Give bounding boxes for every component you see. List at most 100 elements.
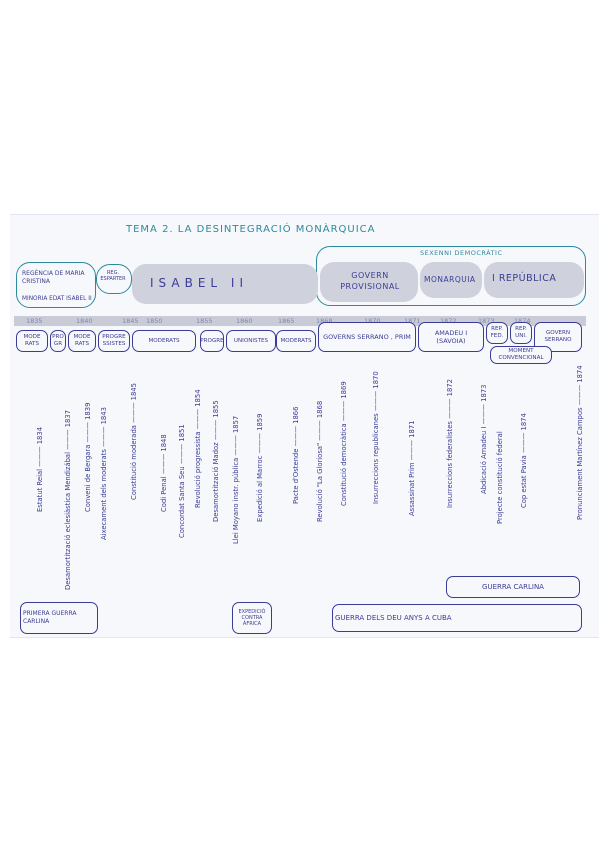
event-item: Assassinat Prim ——— 1871	[408, 346, 416, 516]
event-text: Insurreccions republicanes ——— 1870	[372, 371, 380, 504]
war-cuba: GUERRA DELS DEU ANYS A CUBA	[332, 604, 582, 632]
esparter-label: REG. ESPARTER	[100, 270, 126, 282]
govern-prov-label: GOVERN PROVISIONAL	[340, 271, 400, 291]
government-box: MODERATS	[276, 330, 316, 352]
timeline-band	[14, 316, 586, 326]
event-item: Aixecament dels moderats ——— 1843	[100, 370, 108, 540]
government-label: MOMENT CONVENCIONAL	[498, 348, 544, 361]
government-box: REP. UNI.	[510, 322, 532, 344]
event-item: Expedició al Marroc ——— 1859	[256, 352, 264, 522]
government-box: GOVERNS SERRANO , PRIM	[318, 322, 416, 352]
government-label: PROGRE	[200, 337, 224, 344]
war-africa-label: EXPEDICIÓ CONTRA ÀFRICA	[238, 609, 266, 627]
government-box: MOMENT CONVENCIONAL	[490, 346, 552, 364]
war-tercera: GUERRA CARLINA	[446, 576, 580, 598]
republica-cloud	[484, 262, 584, 298]
event-text: Pacte d'Ostende ——— 1866	[292, 406, 300, 504]
war-cuba-label: GUERRA DELS DEU ANYS A CUBA	[335, 613, 452, 622]
event-text: Desamortització Madoz ——— 1855	[212, 400, 220, 522]
year-tick: 1855	[196, 317, 213, 325]
event-item: Insurreccions federalistes ——— 1872	[446, 338, 454, 508]
year-tick: 1871	[404, 317, 421, 325]
event-item: Desamortització eclesiàstica Mendizábal …	[64, 410, 72, 590]
event-text: Assassinat Prim ——— 1871	[408, 420, 416, 516]
event-text: Projecte constitució federal	[496, 431, 504, 524]
government-label: MODERATS	[148, 337, 180, 344]
event-text: Aixecament dels moderats ——— 1843	[100, 407, 108, 540]
government-label: MODERATS	[280, 337, 312, 344]
event-item: Constitució democràtica ——— 1869	[340, 336, 348, 506]
government-label: REP. UNI.	[515, 326, 527, 339]
event-item: Concordat Santa Seu ——— 1851	[178, 368, 186, 538]
page-title: TEMA 2. LA DESINTEGRACIÓ MONÀRQUICA	[126, 224, 376, 235]
year-tick: 1860	[236, 317, 253, 325]
event-item: Projecte constitució federal	[496, 354, 504, 524]
government-label: REP. FED.	[490, 326, 504, 339]
govern-prov-cloud	[320, 262, 418, 302]
event-text: Estatut Reial ——— 1834	[36, 426, 44, 512]
year-tick: 1874	[514, 317, 531, 325]
event-item: Abdicació Amadeu I ——— 1873	[480, 324, 488, 494]
government-label: GOVERNS SERRANO , PRIM	[323, 333, 411, 341]
government-box: AMADEU I (SAVOIA)	[418, 322, 484, 352]
year-tick: 1865	[278, 317, 295, 325]
government-box: PROGRE	[200, 330, 224, 352]
government-box: PROGRE SSISTES	[98, 330, 130, 352]
war-africa: EXPEDICIÓ CONTRA ÀFRICA	[232, 602, 272, 634]
event-item: Estatut Reial ——— 1834	[36, 342, 44, 512]
government-label: GOVERN SERRANO	[544, 330, 572, 343]
event-item: Constitució moderada ——— 1845	[130, 330, 138, 500]
government-label: UNIONISTES	[233, 337, 269, 344]
event-text: Revolució "La Gloriosa" ——— 1868	[316, 400, 324, 522]
event-text: Insurreccions federalistes ——— 1872	[446, 379, 454, 508]
event-text: Constitució moderada ——— 1845	[130, 383, 138, 500]
esparter-cloud	[96, 264, 132, 294]
event-item: Pacte d'Ostende ——— 1866	[292, 334, 300, 504]
war-primera-label: PRIMERA GUERRA CARLINA	[23, 610, 77, 625]
government-box: REP. FED.	[486, 322, 508, 344]
event-item: Revolució "La Gloriosa" ——— 1868	[316, 352, 324, 522]
event-text: Concordat Santa Seu ——— 1851	[178, 424, 186, 538]
war-tercera-label: GUERRA CARLINA	[482, 582, 544, 591]
government-label: AMADEU I (SAVOIA)	[434, 329, 468, 345]
isabel-cloud	[132, 264, 318, 304]
year-tick: 1840	[76, 317, 93, 325]
event-text: Codi Penal ——— 1848	[160, 434, 168, 512]
government-box: MODE RATS	[68, 330, 96, 352]
event-text: Cop estat Pavia ——— 1874	[520, 413, 528, 508]
year-tick: 1845	[122, 317, 139, 325]
minoria-label: MINORIA EDAT ISABEL II	[22, 296, 92, 302]
event-item: Revolució progressista ——— 1854	[194, 338, 202, 508]
isabel-label: ISABEL II	[150, 276, 248, 290]
event-text: Abdicació Amadeu I ——— 1873	[480, 384, 488, 494]
event-text: Constitució democràtica ——— 1869	[340, 381, 348, 506]
event-item: Cop estat Pavia ——— 1874	[520, 338, 528, 508]
event-text: Desamortització eclesiàstica Mendizábal …	[64, 410, 72, 590]
regencia-cloud	[16, 262, 96, 308]
monarquia-label: MONARQUIA	[424, 275, 476, 284]
event-text: Pronunciament Martínez Campos ——— 1874	[576, 365, 584, 520]
government-box: UNIONISTES	[226, 330, 276, 352]
war-primera: PRIMERA GUERRA CARLINA	[20, 602, 98, 634]
year-tick: 1872	[440, 317, 457, 325]
year-tick: 1868	[316, 317, 333, 325]
government-label: PRO GR	[52, 334, 64, 347]
government-box: PRO GR	[50, 330, 66, 352]
event-item: Pronunciament Martínez Campos ——— 1874	[576, 350, 584, 520]
event-item: Insurreccions republicanes ——— 1870	[372, 334, 380, 504]
republica-label: I REPÚBLICA	[492, 273, 557, 284]
year-tick: 1870	[364, 317, 381, 325]
event-text: Expedició al Marroc ——— 1859	[256, 413, 264, 522]
event-item: Codi Penal ——— 1848	[160, 342, 168, 512]
government-box: MODERATS	[132, 330, 196, 352]
monarquia-cloud	[420, 262, 482, 298]
year-tick: 1873	[478, 317, 495, 325]
event-text: Llei Moyano instr. pública ——— 1857	[232, 415, 240, 544]
regencia-label: REGÈNCIA DE MARIA CRISTINA	[22, 270, 85, 285]
year-tick: 1835	[26, 317, 43, 325]
government-label: MODE RATS	[73, 334, 91, 347]
government-label: MODE RATS	[23, 334, 41, 347]
sexenni-label: SEXENNI DEMOCRÀTIC	[420, 249, 503, 257]
year-tick: 1850	[146, 317, 163, 325]
event-item: Llei Moyano instr. pública ——— 1857	[232, 374, 240, 544]
